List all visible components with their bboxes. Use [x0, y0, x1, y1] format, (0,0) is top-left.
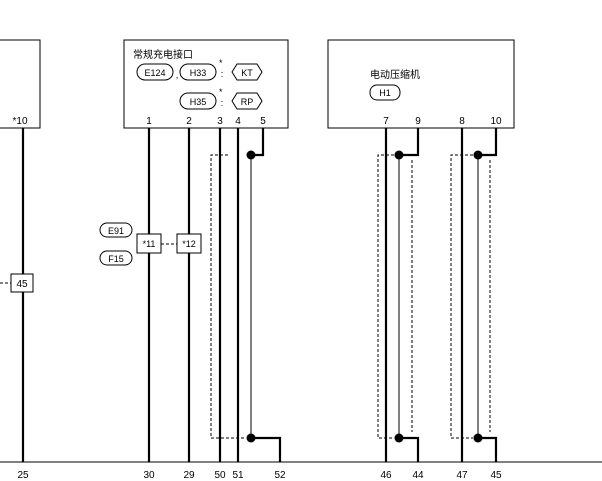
left-unit-pin: *10 — [12, 116, 27, 127]
charge-port-pin-3: 3 — [217, 116, 223, 127]
connector-h35 — [179, 92, 217, 110]
compressor-pin-8: 8 — [459, 116, 465, 127]
charge-port-pin-2: 2 — [186, 116, 192, 127]
compressor-title: 电动压缩机 — [370, 68, 420, 81]
charge-port: 常规充电接口 E124 , H33 * : KT H35 * : RP 1 2 … — [123, 39, 289, 481]
connector-kt-label: KT — [241, 68, 253, 78]
connector-h33-colon: : — [221, 69, 224, 79]
connector-h1 — [369, 84, 401, 101]
connector-comma: , — [176, 70, 179, 80]
left-unit-bottom-label: 25 — [17, 470, 29, 481]
connector-rp-label: RP — [241, 97, 254, 107]
wire-pin-9-bottom — [399, 436, 420, 462]
compressor: 电动压缩机 H1 7 9 8 10 46 44 47 45 — [327, 39, 515, 481]
charge-port-bottom-52: 52 — [274, 470, 286, 481]
connector-h33 — [179, 63, 217, 81]
connector-h33-star: * — [219, 58, 223, 68]
shield-a-outline — [377, 154, 394, 439]
charge-port-pin-5: 5 — [260, 116, 266, 127]
compressor-pin-10: 10 — [490, 116, 502, 127]
connector-h35-star: * — [219, 87, 223, 97]
shield-outline — [210, 154, 244, 439]
charge-port-box — [123, 39, 289, 129]
compressor-box — [327, 39, 515, 129]
connector-f15 — [99, 250, 133, 266]
joint-11-label: *11 — [143, 239, 156, 249]
shield-b-outline — [450, 154, 473, 439]
charge-port-bottom-51: 51 — [232, 470, 244, 481]
connector-kt — [231, 63, 263, 81]
connector-h1-label: H1 — [379, 88, 391, 98]
compressor-bottom-44: 44 — [412, 470, 424, 481]
connector-e124-label: E124 — [144, 68, 165, 78]
side-joints: E91 F15 *11 *12 — [99, 222, 202, 266]
wire-pin-9-top — [399, 128, 420, 157]
wire-pin-10-top — [478, 128, 498, 157]
wire-pin-10-bottom — [478, 436, 498, 462]
compressor-bottom-47: 47 — [456, 470, 468, 481]
compressor-pin-9: 9 — [415, 116, 421, 127]
charge-port-bottom-50: 50 — [214, 470, 226, 481]
connector-h33-label: H33 — [190, 68, 207, 78]
charge-port-bottom-29: 29 — [183, 470, 195, 481]
connector-h35-label: H35 — [190, 97, 207, 107]
joint-12-box — [176, 233, 202, 254]
wire-pin-5-bottom — [251, 436, 282, 462]
compressor-bottom-45: 45 — [490, 470, 502, 481]
compressor-bottom-46: 46 — [380, 470, 392, 481]
charge-port-pin-1: 1 — [146, 116, 152, 127]
connector-rp — [231, 92, 263, 110]
left-unit-box — [0, 39, 41, 129]
charge-port-title: 常规充电接口 — [133, 48, 193, 61]
connector-e91-label: E91 — [108, 226, 124, 236]
left-unit-joint-label: 45 — [16, 279, 28, 290]
charge-port-pin-4: 4 — [235, 116, 241, 127]
connector-e124 — [136, 63, 174, 81]
joint-12-label: *12 — [182, 239, 196, 249]
compressor-pin-7: 7 — [383, 116, 389, 127]
connector-e91 — [99, 222, 133, 238]
left-unit-joint-box — [10, 273, 34, 293]
charge-port-bottom-30: 30 — [143, 470, 155, 481]
left-unit: *10 45 25 — [0, 39, 41, 481]
connector-f15-label: F15 — [108, 254, 124, 264]
connector-h35-colon: : — [221, 98, 224, 108]
